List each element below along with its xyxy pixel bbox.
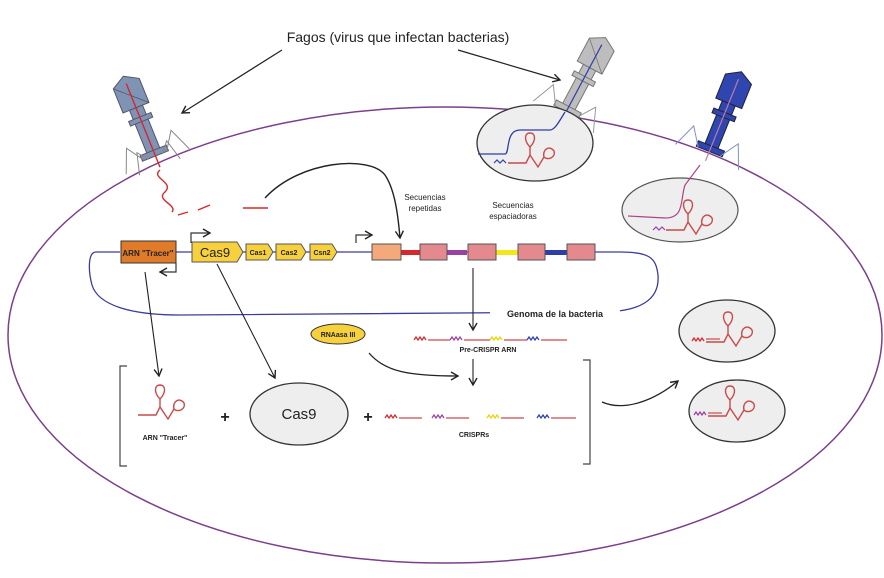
title-arrow-left xyxy=(180,49,283,114)
repeat xyxy=(419,243,448,261)
bacterial-genome xyxy=(88,251,659,316)
left-bracket xyxy=(119,365,127,467)
cas1-gene-label: Cas1 xyxy=(250,250,267,257)
cas9-protein: Cas9 xyxy=(249,382,349,446)
complex-right xyxy=(621,164,739,243)
cas2-gene-label: Cas2 xyxy=(281,250,298,257)
assembly-arrow xyxy=(601,380,680,407)
phage-right-icon xyxy=(675,71,753,170)
tracer-expression-arrow xyxy=(144,271,163,378)
repeated-label-1: Secuencias xyxy=(404,193,445,202)
tracer-gene-label: ARN "Tracer" xyxy=(122,249,173,258)
injected-dna xyxy=(157,169,174,213)
spacers-label-1: Secuencias xyxy=(492,201,533,210)
complex-red xyxy=(678,299,776,363)
rnase-iii: RNAasa III xyxy=(310,323,366,345)
cas-promoter-icon xyxy=(190,228,212,243)
csn2-gene: Csn2 xyxy=(309,243,338,261)
cas9-gene: Cas9 xyxy=(191,241,244,263)
title-arrow-right xyxy=(457,49,562,83)
spacers-label-2: espaciadoras xyxy=(489,212,537,221)
plus-sign-1: + xyxy=(220,409,229,426)
complex-purple xyxy=(688,379,786,443)
title-label: Fagos (virus que infectan bacterias) xyxy=(287,29,510,45)
repeat xyxy=(467,243,497,261)
plus-sign-2: + xyxy=(363,409,372,426)
complex-middle xyxy=(476,104,594,182)
cas9-gene-label: Cas9 xyxy=(200,245,230,260)
right-bracket xyxy=(583,359,591,465)
cas1-gene: Cas1 xyxy=(245,243,274,261)
phage-middle-icon xyxy=(532,37,615,134)
csn2-gene-label: Csn2 xyxy=(313,250,330,257)
cas2-gene: Cas2 xyxy=(275,243,307,261)
cell-membrane xyxy=(7,106,883,564)
genome-label: Genoma de la bacteria xyxy=(507,309,604,319)
rnase-label: RNAasa III xyxy=(321,332,356,339)
cas9-protein-label: Cas9 xyxy=(281,406,316,423)
tracer-rna-product xyxy=(137,384,186,420)
repeat xyxy=(566,243,596,261)
crisprs xyxy=(384,413,576,420)
array-promoter-icon xyxy=(355,230,374,243)
phage-left-icon xyxy=(112,75,190,176)
pre-crispr-label: Pre-CRISPR ARN xyxy=(460,347,517,354)
leader-repeat xyxy=(371,243,402,261)
crisprs-label: CRISPRs xyxy=(459,432,489,439)
tracer-promoter-icon xyxy=(158,263,177,277)
repeated-label-2: repetidas xyxy=(409,204,442,213)
tracer-gene: ARN "Tracer" xyxy=(120,240,177,277)
crispr-array xyxy=(371,243,596,261)
cas9-expression-arrow xyxy=(216,263,277,380)
integration-arrow xyxy=(264,162,405,240)
dna-fragments xyxy=(177,204,268,216)
pre-crispr-rna xyxy=(413,335,567,342)
tracer-rna-label: ARN "Tracer" xyxy=(143,435,188,442)
repeat xyxy=(517,243,546,261)
rnase-arrow xyxy=(368,352,460,381)
